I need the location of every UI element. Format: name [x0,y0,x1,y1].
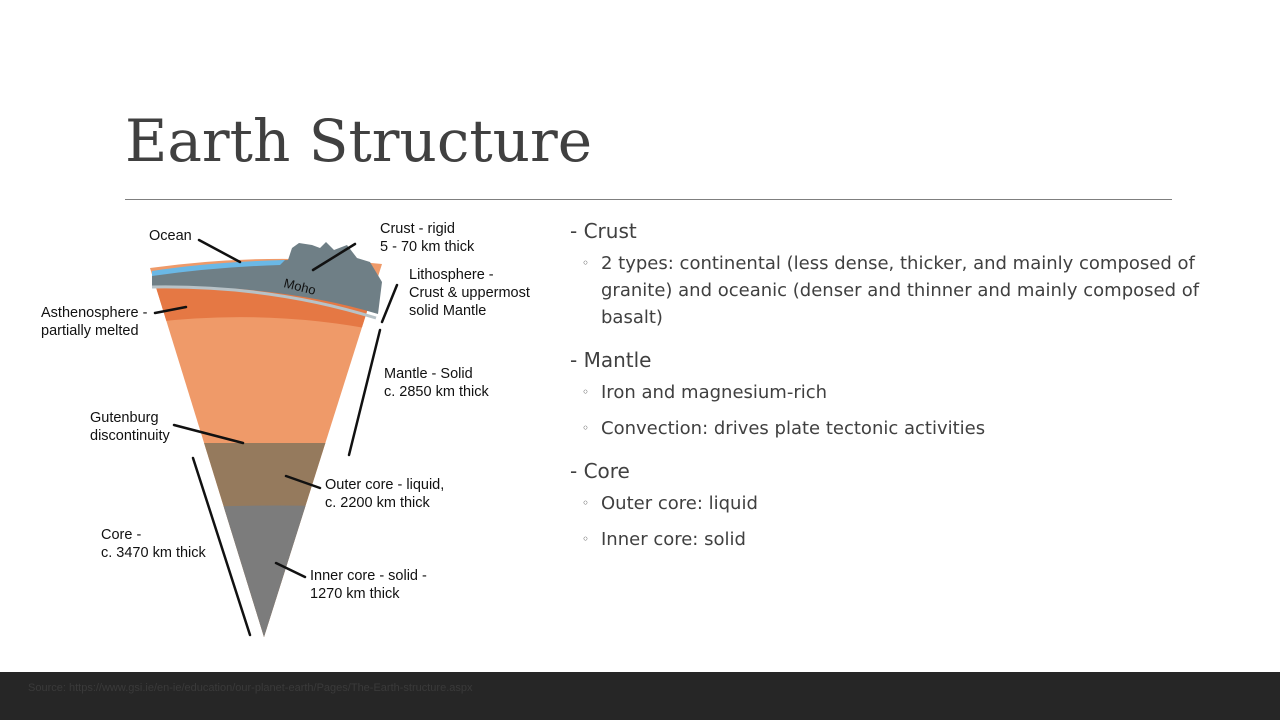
list-item: ◦ Inner core: solid [570,526,1250,553]
sub-list: ◦ 2 types: continental (less dense, thic… [570,250,1250,331]
lithosphere-label: Lithosphere - Crust & uppermost solid Ma… [409,267,534,319]
asthenosphere-label: Asthenosphere - partially melted [41,305,151,339]
bullet-icon: ◦ [582,496,590,510]
section-mantle: - Mantle ◦ Iron and magnesium-rich ◦ Con… [570,345,1250,442]
outer-core-pointer [284,474,322,490]
sub-list: ◦ Outer core: liquid ◦ Inner core: solid [570,490,1250,553]
mantle-label: Mantle - Solid c. 2850 km thick [384,366,490,400]
gutenburg-label: Gutenburg discontinuity [90,410,171,444]
list-item: ◦ Iron and magnesium-rich [570,379,1250,406]
list-item: ◦ 2 types: continental (less dense, thic… [570,250,1250,331]
inner-core-label: Inner core - solid - 1270 km thick [310,568,431,602]
bullet-icon: ◦ [582,385,590,399]
lithosphere-pointer [380,283,399,324]
section-heading: - Crust [570,219,637,243]
bullet-icon: ◦ [582,256,590,270]
footer-bar: Source: https://www.gsi.ie/en-ie/educati… [0,672,1280,720]
moho-line [151,285,377,320]
title-divider [125,199,1172,200]
section-crust: - Crust ◦ 2 types: continental (less den… [570,216,1250,331]
bullet-icon: ◦ [582,421,590,435]
core-pointer [191,456,252,637]
mantle-pointer [347,328,382,457]
asthenosphere-pointer [153,305,188,315]
list-item: ◦ Outer core: liquid [570,490,1250,517]
bullet-content: - Crust ◦ 2 types: continental (less den… [570,216,1250,567]
list-item-text: Outer core: liquid [601,493,758,514]
bullet-icon: ◦ [582,532,590,546]
list-item: ◦ Convection: drives plate tectonic acti… [570,415,1250,442]
list-item-text: Iron and magnesium-rich [601,382,828,403]
crust-label: Crust - rigid 5 - 70 km thick [380,221,475,255]
section-heading: - Mantle [570,348,652,372]
inner-core-pointer [274,561,307,579]
section-heading: - Core [570,459,630,483]
outer-core-label: Outer core - liquid, c. 2200 km thick [325,477,448,511]
gutenburg-pointer [172,423,245,445]
sub-list: ◦ Iron and magnesium-rich ◦ Convection: … [570,379,1250,442]
ocean-label: Ocean [149,228,192,244]
ocean-pointer [197,238,242,264]
list-item-text: Convection: drives plate tectonic activi… [601,418,986,439]
list-item-text: 2 types: continental (less dense, thicke… [601,253,1200,328]
core-label: Core - c. 3470 km thick [101,527,207,561]
source-link[interactable]: Source: https://www.gsi.ie/en-ie/educati… [28,682,473,694]
crust-layer [152,242,382,314]
crust-pointer [311,242,357,272]
ocean-layer [152,260,285,276]
earth-structure-diagram: Ocean Moho Crust - rigid 5 - 70 km thick… [41,221,534,637]
slide-title: Earth Structure [125,107,593,175]
list-item-text: Inner core: solid [601,529,746,550]
section-core: - Core ◦ Outer core: liquid ◦ Inner core… [570,456,1250,553]
